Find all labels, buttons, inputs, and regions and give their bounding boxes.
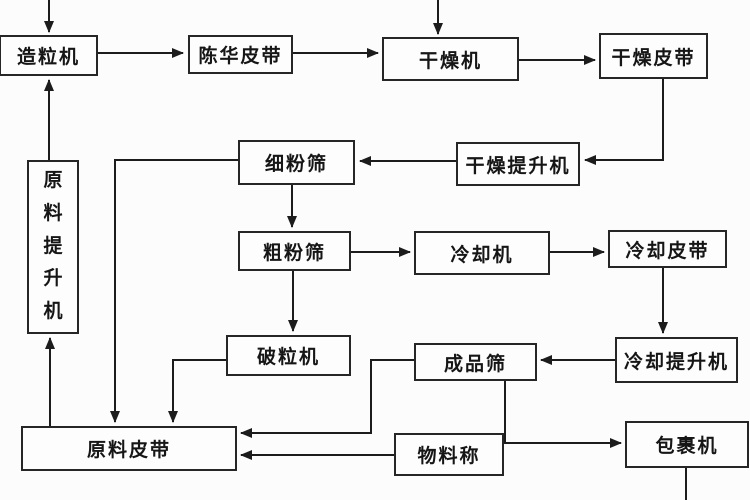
node-dryer: 干燥机 (382, 37, 519, 81)
node-coarse-sieve: 粗粉筛 (238, 231, 351, 271)
node-raw-material-elevator-label: 原料提升机 (43, 170, 63, 322)
node-cooling-belt: 冷却皮带 (608, 230, 727, 268)
node-dryer-elevator: 干燥提升机 (456, 142, 580, 186)
node-product-sieve: 成品筛 (414, 343, 537, 381)
edge-product-sieve-to-wrapper (504, 381, 622, 448)
edge-dryer-belt-to-dryer-elevator (584, 79, 664, 165)
node-aging-belt: 陈华皮带 (188, 35, 293, 74)
node-wrapping-machine: 包裹机 (625, 421, 749, 468)
node-raw-material-elevator: 原料提升机 (27, 160, 79, 334)
node-cooler: 冷却机 (414, 231, 550, 275)
node-granulator: 造粒机 (0, 35, 98, 76)
node-crusher: 破粒机 (226, 335, 351, 376)
node-dryer-belt: 干燥皮带 (599, 33, 708, 79)
edge-crusher-to-raw-belt (168, 359, 226, 423)
node-fine-sieve: 细粉筛 (238, 140, 355, 185)
node-raw-material-belt: 原料皮带 (21, 426, 237, 471)
node-material-scale: 物料称 (394, 433, 504, 476)
edge-fine-sieve-to-raw-belt (110, 159, 238, 423)
edge-product-sieve-to-raw-belt (240, 359, 414, 438)
node-cooling-elevator: 冷却提升机 (615, 337, 738, 383)
